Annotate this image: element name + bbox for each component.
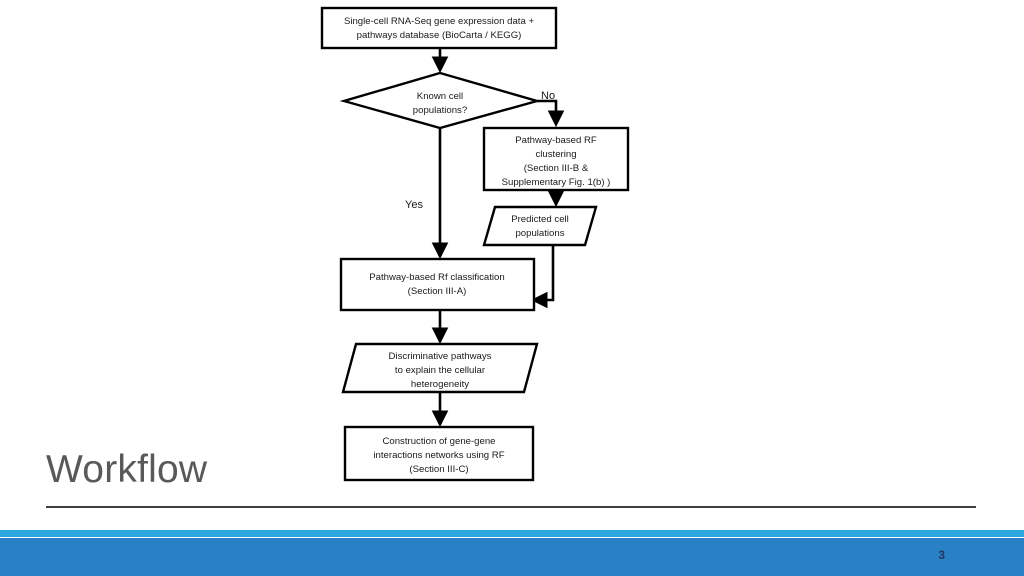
- node-discriminative-pathways-line3: heterogeneity: [411, 379, 469, 390]
- title-divider: [46, 506, 976, 508]
- node-predicted-populations-shape: [482, 205, 598, 247]
- slide-footer: 3: [0, 530, 1024, 576]
- node-decision-line2: populations?: [413, 105, 467, 116]
- node-gene-networks-shape: [343, 425, 535, 482]
- footer-band: [0, 538, 1024, 576]
- node-rf-clustering-shape: [482, 126, 630, 192]
- node-gene-networks-line3: (Section III-C): [409, 464, 468, 475]
- edge-label-yes: Yes: [405, 199, 423, 211]
- node-discriminative-pathways[interactable]: Discriminative pathways to explain the c…: [341, 342, 539, 394]
- node-rf-classification-shape: [339, 257, 536, 312]
- node-rf-clustering-line4: Supplementary Fig. 1(b) ): [502, 177, 611, 188]
- edge-label-no: No: [541, 90, 555, 102]
- node-gene-networks-line2: interactions networks using RF: [373, 450, 504, 461]
- workflow-flowchart: No Yes Single-cell RNA-Seq gene expressi…: [320, 6, 630, 482]
- page-number: 3: [938, 548, 945, 562]
- node-gene-networks[interactable]: Construction of gene-gene interactions n…: [343, 425, 535, 482]
- node-rf-classification-line2: (Section III-A): [408, 286, 467, 297]
- node-input-data-shape: [320, 6, 558, 50]
- node-rf-clustering-line3: (Section III-B &: [524, 163, 589, 174]
- node-gene-networks-line1: Construction of gene-gene: [382, 436, 495, 447]
- node-decision-known-populations[interactable]: Known cell populations?: [339, 71, 542, 130]
- node-input-data-line1: Single-cell RNA-Seq gene expression data…: [344, 16, 535, 27]
- node-input-data-line2: pathways database (BioCarta / KEGG): [357, 30, 522, 41]
- node-discriminative-pathways-shape: [341, 342, 539, 394]
- node-rf-classification[interactable]: Pathway-based Rf classification (Section…: [339, 257, 536, 312]
- title-block: Workflow: [46, 448, 976, 508]
- node-rf-clustering-line2: clustering: [535, 149, 576, 160]
- edge-predicted-to-classification: [530, 245, 555, 309]
- node-input-data[interactable]: Single-cell RNA-Seq gene expression data…: [320, 6, 558, 50]
- node-predicted-populations-line1: Predicted cell: [511, 214, 569, 225]
- node-rf-classification-line1: Pathway-based Rf classification: [369, 272, 504, 283]
- footer-accent-strip: [0, 530, 1024, 537]
- node-decision-shape: [339, 71, 542, 130]
- node-rf-clustering-line1: Pathway-based RF: [515, 135, 597, 146]
- node-predicted-populations-line2: populations: [515, 228, 564, 239]
- node-discriminative-pathways-line2: to explain the cellular: [395, 365, 486, 376]
- node-rf-clustering[interactable]: Pathway-based RF clustering (Section III…: [482, 126, 630, 192]
- node-predicted-populations[interactable]: Predicted cell populations: [482, 205, 598, 247]
- connectors: [431, 48, 565, 428]
- node-decision-line1: Known cell: [417, 91, 463, 102]
- edge-decision-no-to-clustering: [537, 99, 565, 128]
- node-discriminative-pathways-line1: Discriminative pathways: [389, 351, 492, 362]
- page-title: Workflow: [46, 448, 208, 491]
